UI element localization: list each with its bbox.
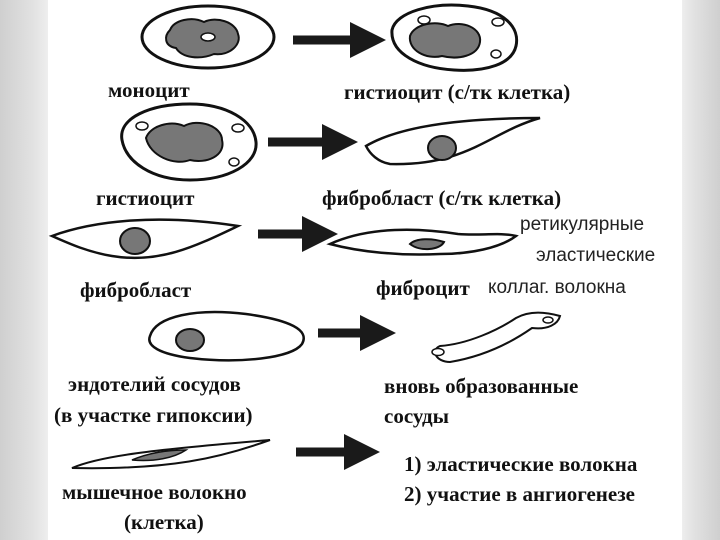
endothelial-cell	[148, 310, 305, 362]
histiocyte-cell-1	[390, 3, 519, 72]
label-monocyte: моноцит	[108, 78, 190, 102]
label-muscle-fiber: мышечное волокно	[62, 480, 247, 504]
label-new-vessels-1: вновь образованные	[384, 374, 579, 398]
label-fibrocyte: фиброцит	[376, 276, 470, 300]
label-reticular-fibers: ретикулярные	[520, 214, 645, 235]
label-fibroblast: фибробласт	[80, 278, 192, 302]
label-result-angiogenesis: 2) участие в ангиогенезе	[404, 482, 635, 506]
fibroblast-cell-2	[48, 218, 243, 260]
label-muscle-cell: (клетка)	[124, 510, 204, 534]
left-frame-edge	[0, 0, 48, 540]
fibrocyte-cell	[326, 228, 519, 256]
label-endothelium-1: эндотелий сосудов	[68, 372, 241, 396]
label-elastic-fibers: эластические	[536, 245, 656, 266]
muscle-fiber-cell	[71, 439, 271, 470]
new-vessel-sprout	[431, 311, 562, 364]
label-result-elastic: 1) эластические волокна	[404, 452, 638, 476]
label-collagen-fibers: коллаг. волокна	[488, 277, 626, 298]
label-endothelium-2: (в участке гипоксии)	[54, 403, 253, 427]
label-new-vessels-2: сосуды	[384, 404, 450, 428]
label-histiocyte: гистиоцит	[96, 186, 195, 210]
label-histiocyte-ct: гистиоцит (с/тк клетка)	[344, 80, 571, 104]
fibroblast-cell-1	[364, 116, 541, 166]
label-fibroblast-ct: фибробласт (с/тк клетка)	[322, 186, 562, 210]
monocyte-cell	[140, 4, 276, 70]
right-frame-edge	[682, 0, 720, 540]
histiocyte-cell-2	[120, 102, 258, 182]
